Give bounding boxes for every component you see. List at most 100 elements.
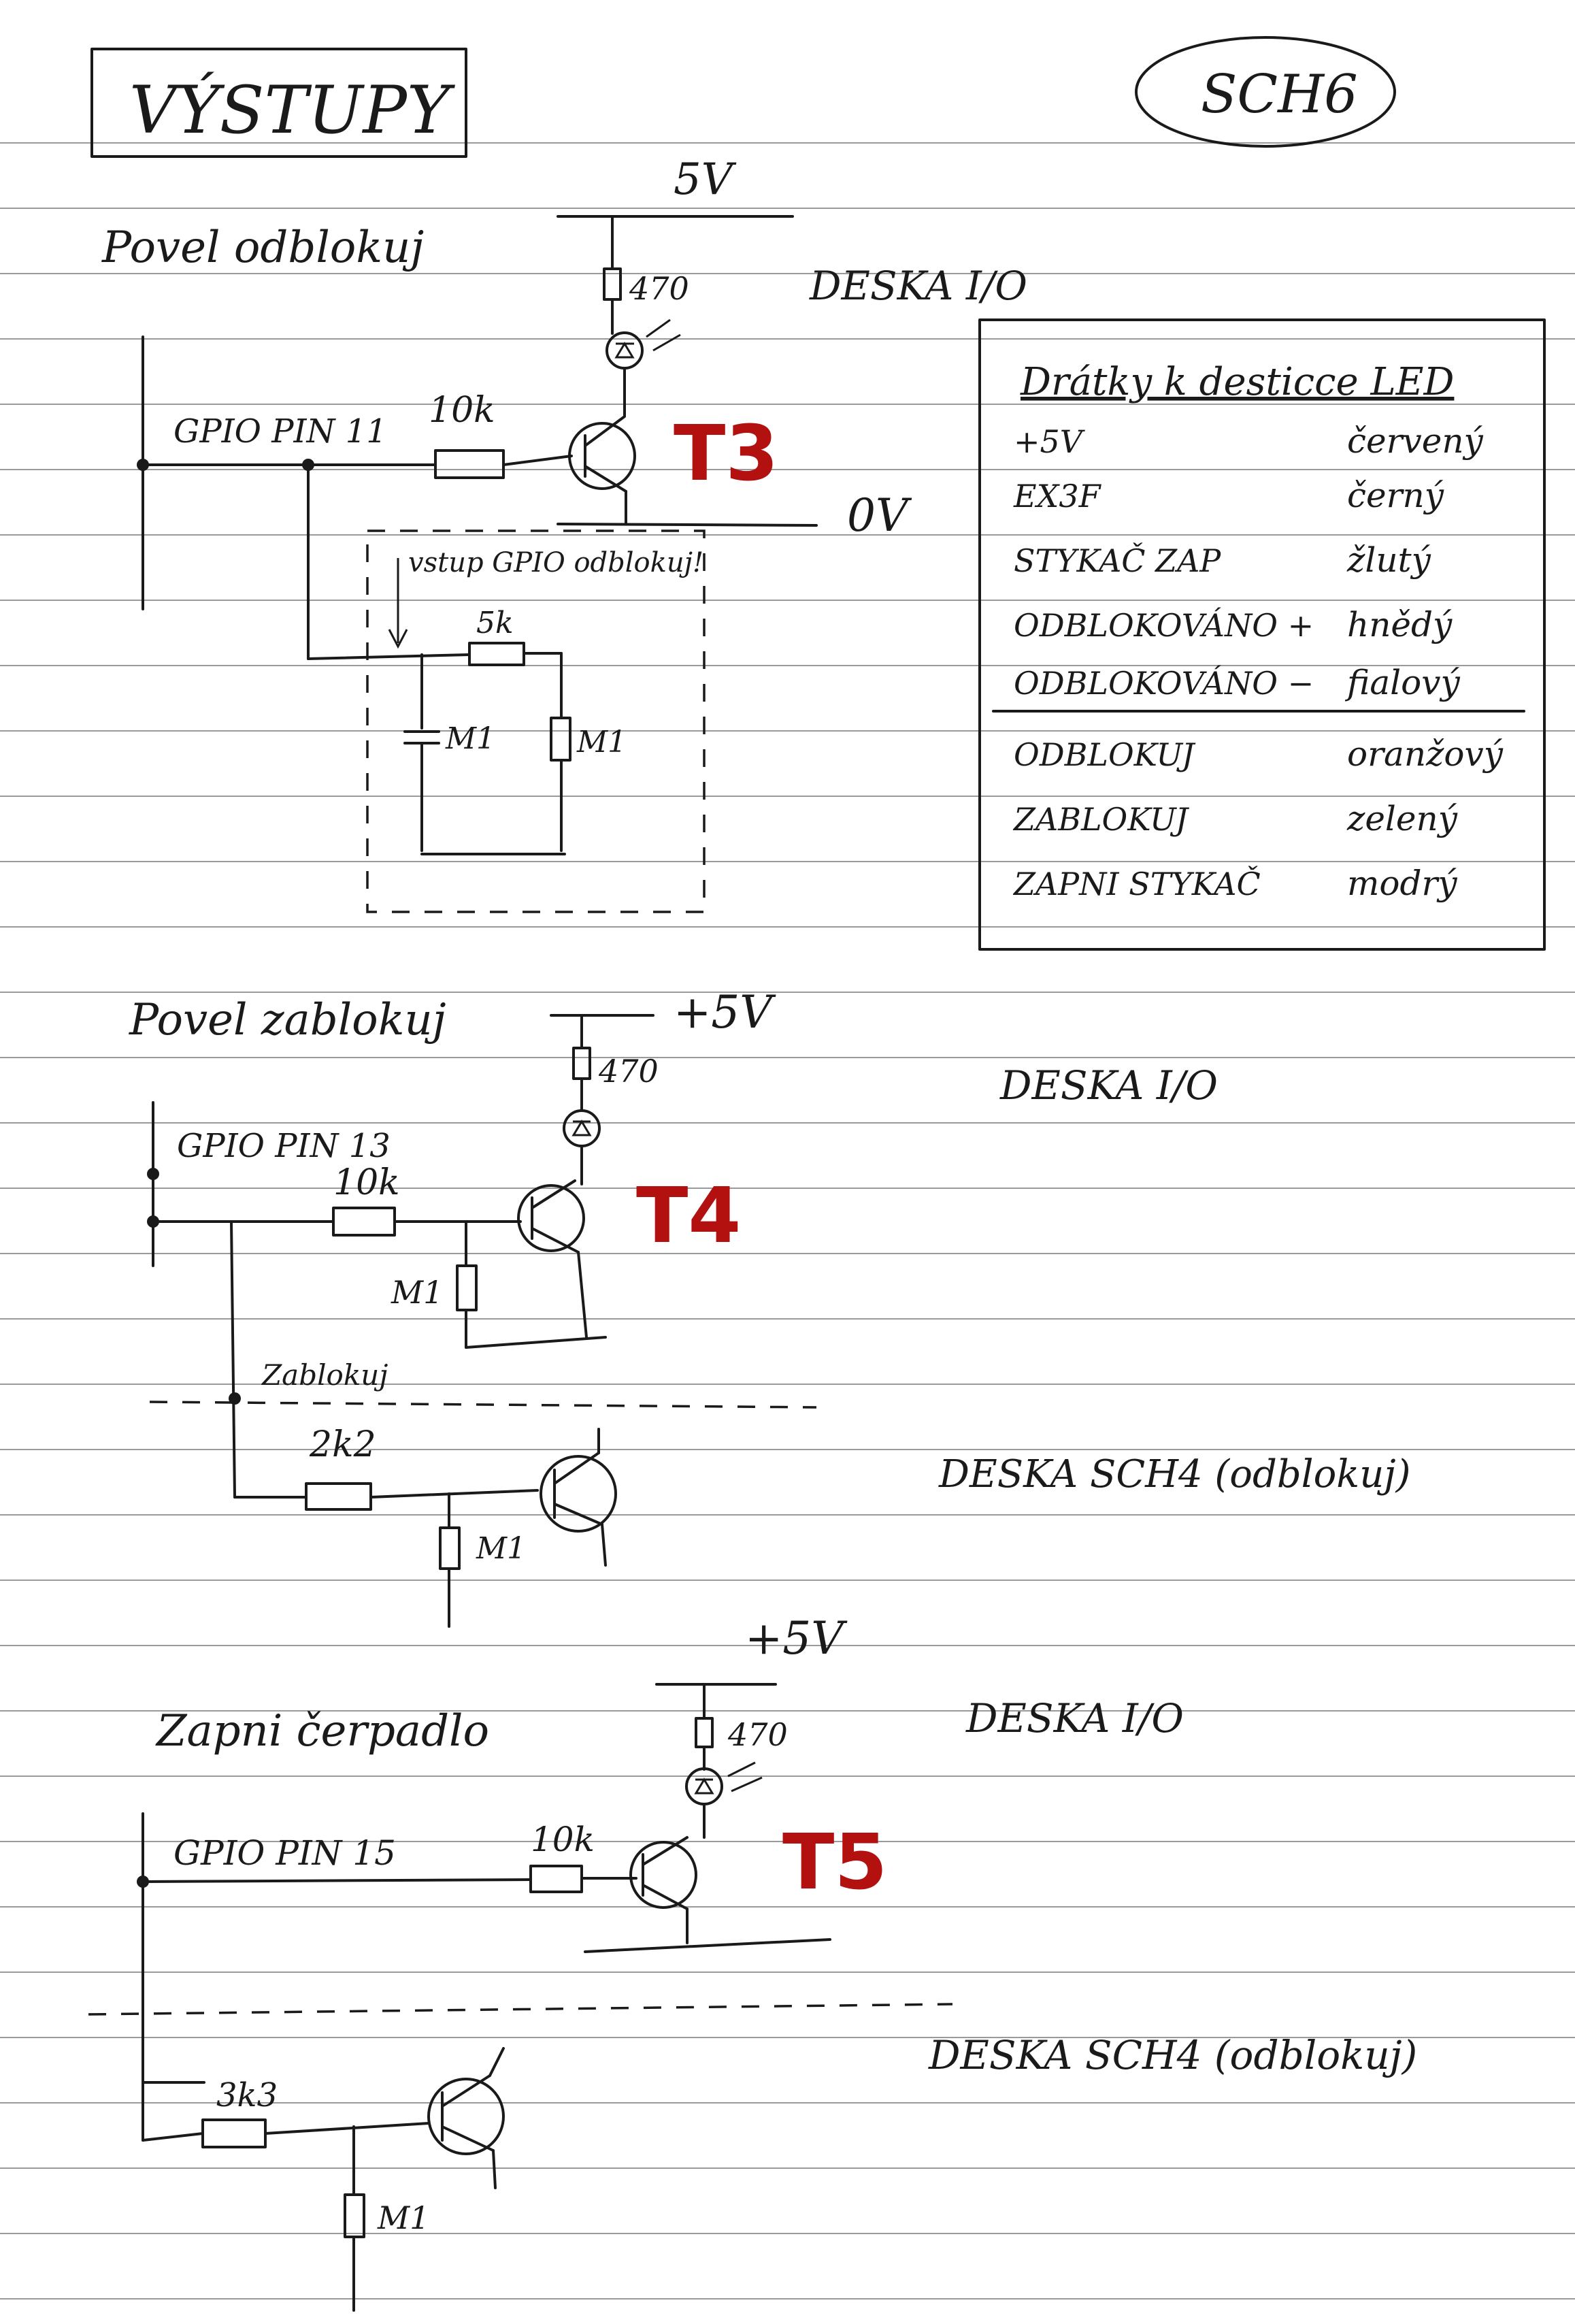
resistor-3k3 [201,2118,267,2148]
wire [492,2149,497,2189]
section3-r-base: 10k [531,1820,595,1859]
transistor-t5 [629,1841,697,1909]
led-diode [571,1119,592,1136]
arrow-head [388,629,408,649]
legend-color: zelený [1346,799,1458,838]
wire [465,1336,607,1349]
wire [369,1489,539,1499]
legend-signal: ODBLOKOVÁNO + [1014,606,1314,644]
section2-gpio: GPIO PIN 13 [177,1127,391,1165]
sheet-code: SCH6 [1201,64,1358,125]
resistor-5k [468,642,525,666]
legend-signal: EX3F [1013,478,1102,514]
legend-color: fialový [1344,663,1461,702]
section-zablokuj: Povel zablokuj +5V DESKA I/O 470 GPIO PI… [129,986,1411,1628]
legend-signal: STYKAČ ZAP [1014,542,1221,579]
resistor-470 [695,1717,714,1748]
transistor-label-t4: T4 [636,1172,741,1260]
led-rays [727,1761,763,1793]
wire [601,1523,607,1567]
led-diode [694,1778,714,1795]
wire [142,1878,532,1883]
led-diode [614,342,635,359]
section-odblokuj: Povel odblokuj 5V 470 DESKA I/O GPIO PIN… [101,154,1027,913]
section2-board: DESKA I/O [999,1062,1218,1109]
legend-color: žlutý [1346,540,1431,580]
wire [142,2132,204,2142]
resistor-m1-lower [344,2193,365,2238]
section2-supply: +5V [674,986,776,1038]
transistor-leads [553,1452,603,1526]
resistor-10k [332,1207,396,1237]
page-title: VÝSTUPY [129,72,456,148]
section2-r-base: 10k [333,1162,400,1203]
section1-board: DESKA I/O [809,263,1027,309]
legend-color: černý [1347,476,1444,515]
section1-supply: 5V [674,154,737,205]
legend-signal: ZABLOKUJ [1012,801,1190,838]
section3-res-lower: M1 [377,2199,429,2236]
transistor-lower [540,1455,617,1533]
led-symbol [563,1109,601,1147]
section1-gpio: GPIO PIN 11 [173,412,387,451]
transistor-leads [441,2074,495,2152]
legend-color: modrý [1347,864,1457,903]
sheet-code-ellipse [1135,36,1396,148]
resistor-m1 [456,1264,478,1311]
input-subcircuit-box [366,529,706,913]
section2-heading: Povel zablokuj [129,995,446,1045]
transistor-lower [427,2078,505,2155]
transistor-leads [642,1836,689,1910]
board-divider [88,2003,953,2016]
board-divider [149,1401,817,1409]
section3-r-top: 470 [727,1716,788,1753]
section1-r-mid: 5k [476,606,514,640]
legend-signal: ZAPNI STYKAČ [1012,865,1261,902]
section3-heading: Zapni čerpadlo [155,1706,489,1756]
notebook-rules [0,142,1575,2300]
title-box [90,48,467,158]
legend-color: oranžový [1347,734,1504,774]
resistor-10k [529,1865,583,1893]
section3-board: DESKA I/O [965,1695,1184,1741]
legend-color: hnědý [1347,605,1453,644]
legend-title: Drátky k desticce LED [1020,360,1454,404]
legend-signal: +5V [1014,423,1086,460]
resistor-10k [434,449,505,479]
led-symbol [606,331,644,370]
section3-board-lower: DESKA SCH4 (odblokuj) [928,2032,1417,2078]
header: VÝSTUPY SCH6 [90,36,1396,158]
section1-input-note: vstup GPIO odblokuj! [408,547,703,578]
section2-r-top: 470 [598,1053,659,1090]
transistor-label-t3: T3 [674,410,778,498]
led-rays [646,318,681,352]
legend-signal: ODBLOKOVÁNO − [1014,664,1314,702]
section-cerpadlo: +5V DESKA I/O Zapni čerpadlo 470 GPIO PI… [88,1612,1417,2312]
node [147,1168,159,1180]
section1-res: M1 [576,725,627,759]
section2-divider-note: Zablokuj [261,1358,388,1392]
wire [230,1220,236,1499]
section2-res: M1 [391,1274,443,1311]
legend-color: červený [1347,421,1484,461]
wire [264,2122,430,2135]
section1-r-base: 10k [429,390,495,431]
resistor-2k2 [305,1482,372,1511]
section3-supply: +5V [745,1612,848,1665]
section1-heading: Povel odblokuj [101,223,424,273]
section2-res-lower: M1 [476,1531,526,1566]
led-symbol [685,1767,723,1805]
legend-box [978,318,1546,951]
legend-signal: ODBLOKUJ [1014,736,1196,773]
transistor-leads [531,1179,580,1254]
section1-r-top: 470 [629,270,689,307]
ground-rail [557,523,818,527]
wire [502,455,573,466]
wire [577,1251,588,1339]
section1-cap: M1 [445,721,495,756]
transistor-t4 [517,1184,585,1252]
section2-board-lower: DESKA SCH4 (odblokuj) [938,1452,1411,1496]
